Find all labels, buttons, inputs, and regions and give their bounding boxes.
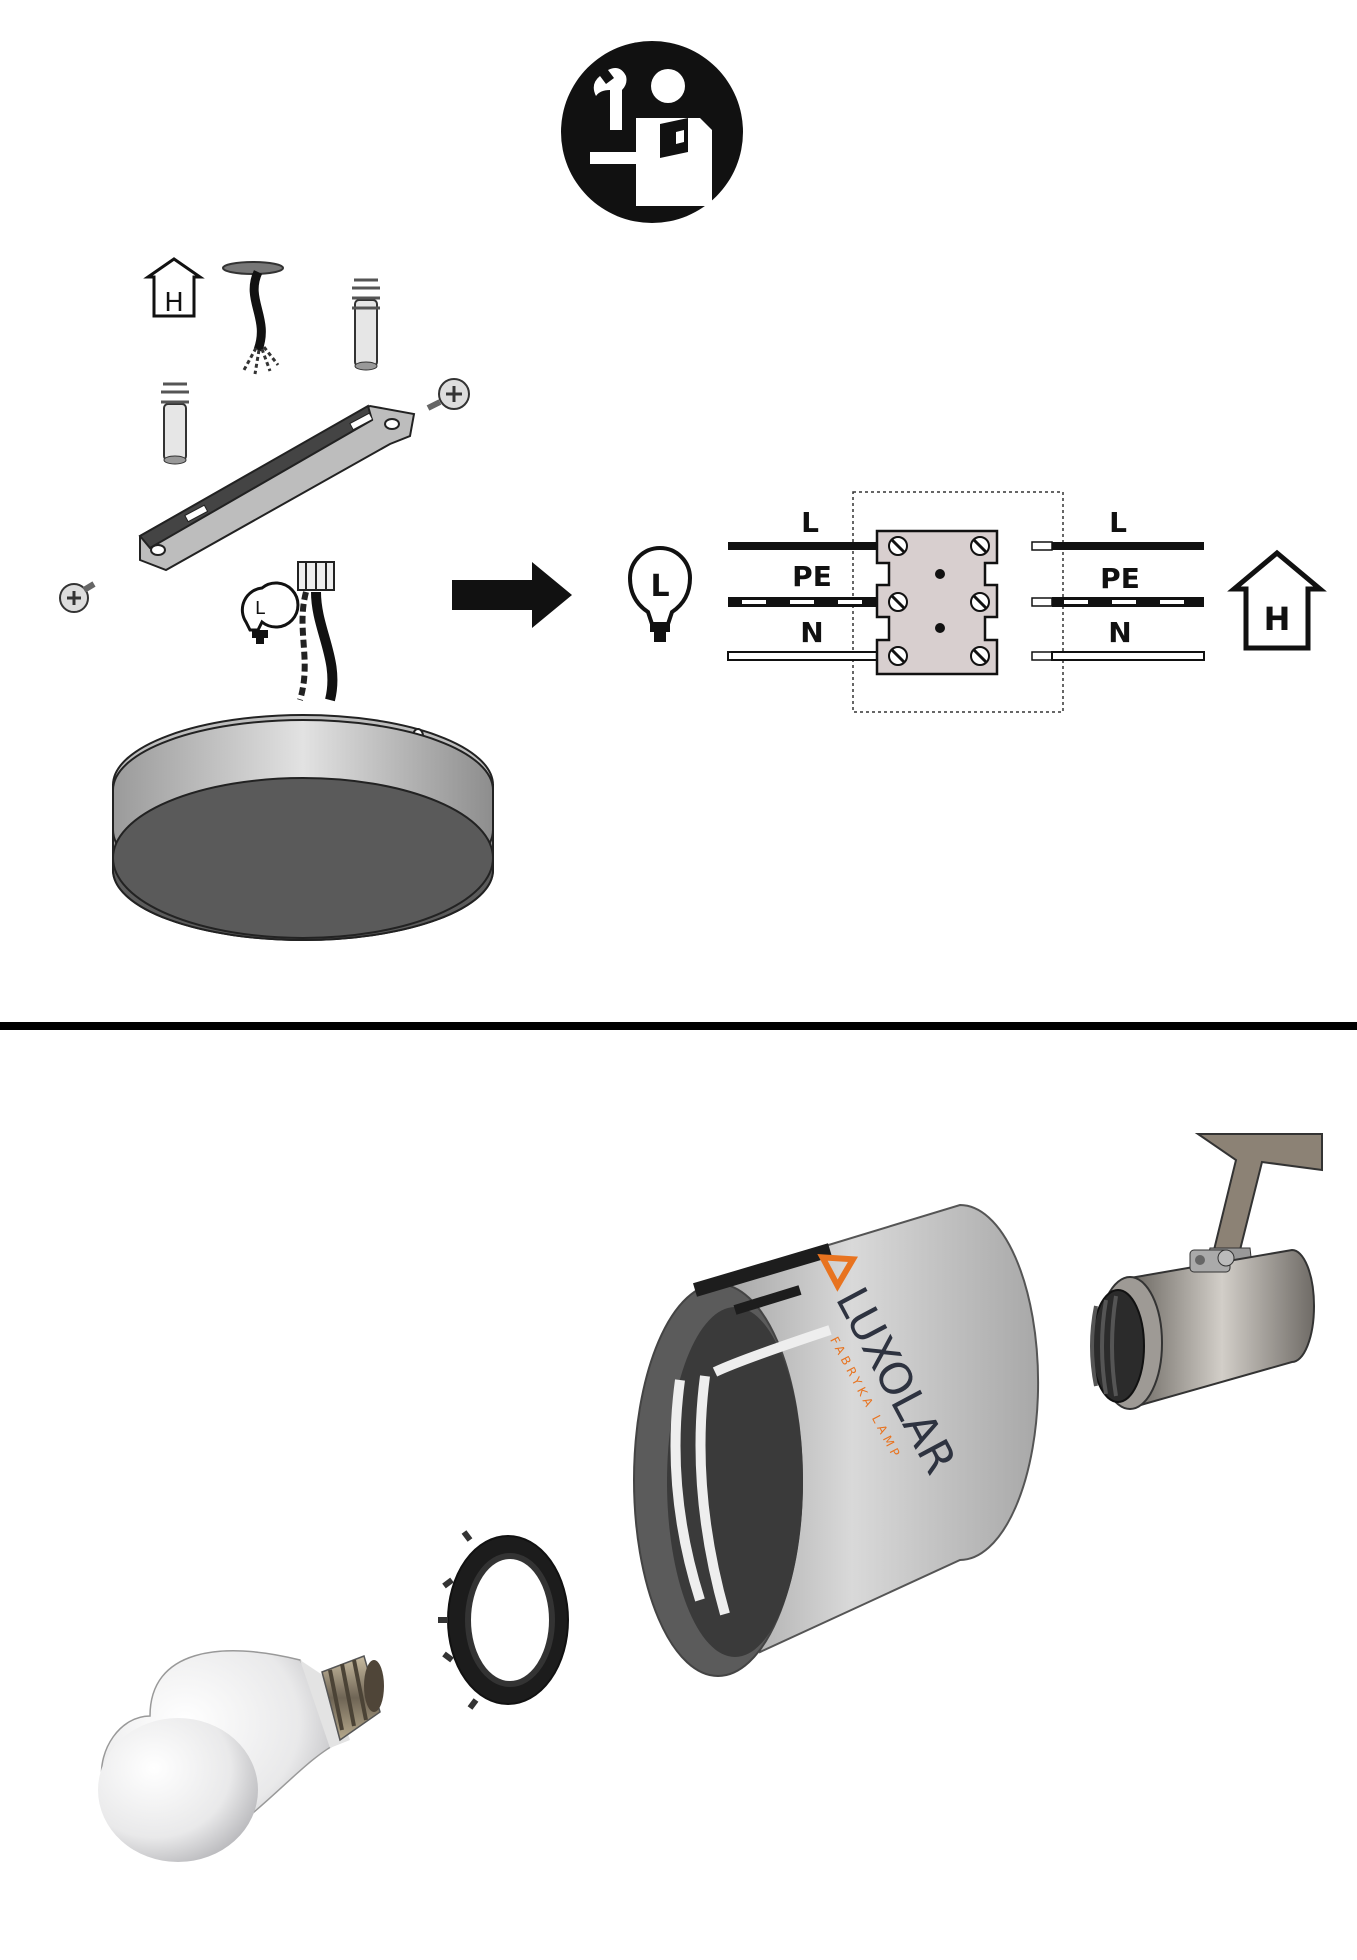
wiring-diagram: L L PE N xyxy=(627,491,1327,713)
section-divider xyxy=(0,1022,1357,1030)
wire-right-l xyxy=(1031,541,1204,551)
screw-icon-right xyxy=(426,378,470,411)
canopy-top xyxy=(112,719,494,939)
wire-right-pe xyxy=(1031,597,1204,607)
lamp-shade xyxy=(633,1203,1040,1677)
screw-icon-left xyxy=(59,581,96,613)
lock-ring xyxy=(438,1530,569,1710)
wire-left-n xyxy=(727,651,879,661)
lamp-icon: L xyxy=(627,545,693,642)
lamp-letter-small: L xyxy=(255,598,265,619)
house-icon: H xyxy=(143,257,205,318)
mounting-bracket xyxy=(138,404,416,572)
wall-plug-left xyxy=(161,382,189,465)
read-manual-icon xyxy=(561,41,743,223)
lamp-icon-small: L xyxy=(240,581,300,644)
wall-plug-right xyxy=(352,278,380,371)
terminal-block-small xyxy=(297,561,338,702)
house-letter: H xyxy=(1264,600,1291,638)
light-bulb xyxy=(98,1650,384,1862)
ceiling-cable xyxy=(222,261,284,375)
lamp-letter: L xyxy=(650,569,669,604)
label-right-pe: PE xyxy=(1100,562,1140,595)
label-left-pe: PE xyxy=(792,560,832,593)
house-letter-small: H xyxy=(164,288,184,318)
label-right-l: L xyxy=(1109,506,1127,539)
mounting-arm xyxy=(1194,1133,1323,1267)
label-left-l: L xyxy=(801,506,819,539)
arrow-right-icon xyxy=(452,562,572,628)
house-icon-large: H xyxy=(1227,549,1327,651)
bulb-thread xyxy=(321,1655,384,1742)
label-left-n: N xyxy=(800,616,823,649)
terminal-block xyxy=(875,529,999,676)
label-right-n: N xyxy=(1108,616,1131,649)
terminal-screws xyxy=(888,536,990,666)
brand-triangle-icon xyxy=(817,1254,859,1292)
lamp-socket xyxy=(1090,1248,1315,1410)
wire-right-n xyxy=(1031,651,1205,661)
